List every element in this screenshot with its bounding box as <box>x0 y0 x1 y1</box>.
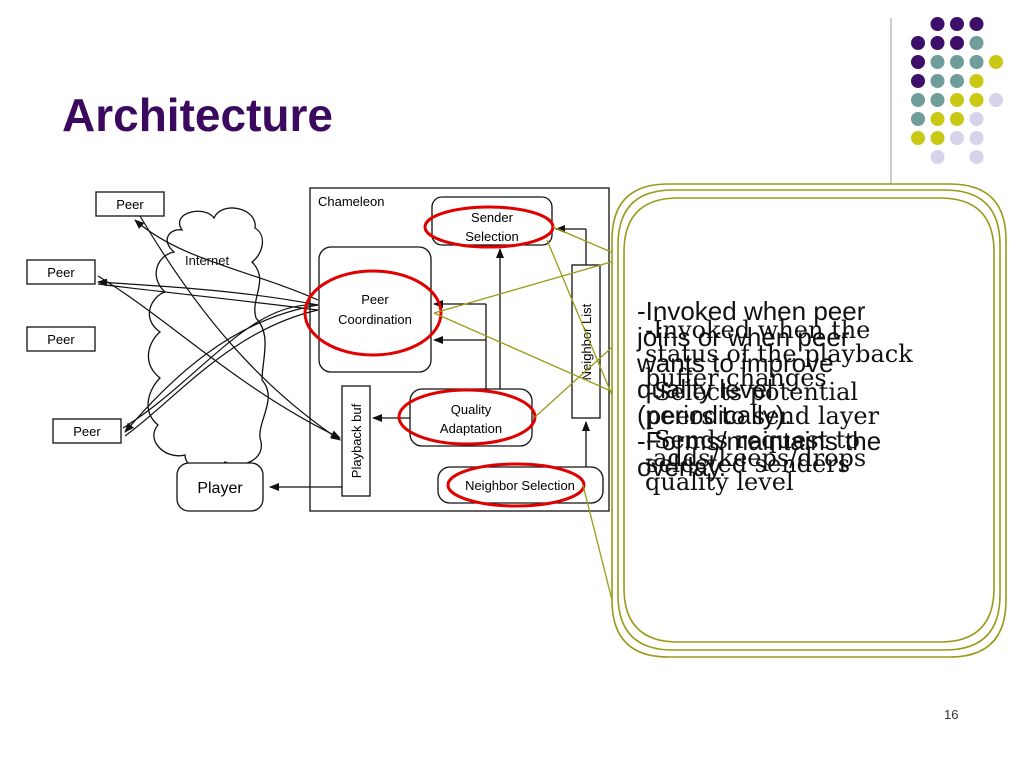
decorative-dot <box>950 131 964 145</box>
peer-label: Peer <box>116 197 144 212</box>
decorative-dot <box>969 74 984 88</box>
chameleon-label: Chameleon <box>318 194 385 209</box>
playback-buf-label: Playback buf <box>349 403 364 478</box>
dot-grid <box>911 17 1003 164</box>
callout-text-quality-adaptation: -Invoked when the status of the playback… <box>645 316 913 496</box>
decorative-dot <box>930 36 945 50</box>
peer-coordination-box <box>318 246 432 373</box>
decorative-dot <box>969 36 984 50</box>
playback-buf-box <box>341 385 371 497</box>
decorative-dot <box>969 55 984 69</box>
decorative-dot <box>969 93 984 107</box>
decorative-dot <box>930 112 945 126</box>
decorative-dot <box>950 36 964 50</box>
peer-box <box>52 418 122 444</box>
player-label: Player <box>197 480 243 497</box>
quality-adaptation-label: Quality <box>451 402 492 417</box>
decorative-dot <box>989 93 1003 107</box>
neighbor-selection-box <box>437 466 604 504</box>
peer-coordination-label: Coordination <box>338 312 412 327</box>
decorative-dot <box>969 131 984 145</box>
decorative-dot <box>930 150 945 164</box>
neighbor-list-box <box>571 264 601 419</box>
decorative-dot <box>911 131 925 145</box>
slide-title: Architecture <box>62 89 333 141</box>
callout-boxes <box>611 183 1007 658</box>
decorative-dot <box>911 36 925 50</box>
decorative-dot <box>989 55 1003 69</box>
decorative-dot <box>950 17 964 31</box>
peer-box <box>26 259 96 285</box>
highlight-neighbor-selection <box>446 462 586 508</box>
neighbor-list-label: Neighbor List <box>579 303 594 380</box>
decorative-dot <box>950 55 964 69</box>
peer-label: Peer <box>47 265 75 280</box>
callout-box <box>623 197 995 643</box>
decorative-dot <box>930 55 945 69</box>
player-box <box>176 462 264 512</box>
peer-connections <box>97 215 341 441</box>
sender-selection-label: Selection <box>465 229 518 244</box>
peer-box <box>26 326 96 352</box>
peer-label: Peer <box>73 424 101 439</box>
neighbor-selection-label: Neighbor Selection <box>465 478 575 493</box>
decorative-dot <box>930 74 945 88</box>
decorative-dot <box>950 74 964 88</box>
peer-coordination-label: Peer <box>361 292 389 307</box>
callout-text-peer-coordination: -Invoked when peer joins or when peer wa… <box>637 296 882 482</box>
quality-adaptation-label: Adaptation <box>440 421 502 436</box>
decorative-dot <box>911 74 925 88</box>
decorative-dot <box>911 112 925 126</box>
decorative-dot <box>911 93 925 107</box>
peer-box <box>95 191 165 217</box>
decorative-dot <box>930 131 945 145</box>
slide-number: 16 <box>944 707 959 722</box>
highlight-peer-coordination <box>303 269 443 357</box>
decorative-dot <box>950 112 964 126</box>
decorative-dot <box>930 93 945 107</box>
internal-arrows <box>269 225 590 491</box>
callout-text-sender-selection: -Selects potential peers to send layer -… <box>646 378 880 478</box>
decorative-dot <box>969 112 984 126</box>
decorative-dot <box>969 17 984 31</box>
sender-selection-label: Sender <box>471 210 514 225</box>
internet-cloud-icon <box>147 207 269 472</box>
decorative-dot <box>930 17 945 31</box>
decorative-dot <box>950 93 964 107</box>
decorative-dot <box>969 150 984 164</box>
peer-label: Peer <box>47 332 75 347</box>
callout-pointers <box>433 226 626 601</box>
decorative-dot <box>911 55 925 69</box>
